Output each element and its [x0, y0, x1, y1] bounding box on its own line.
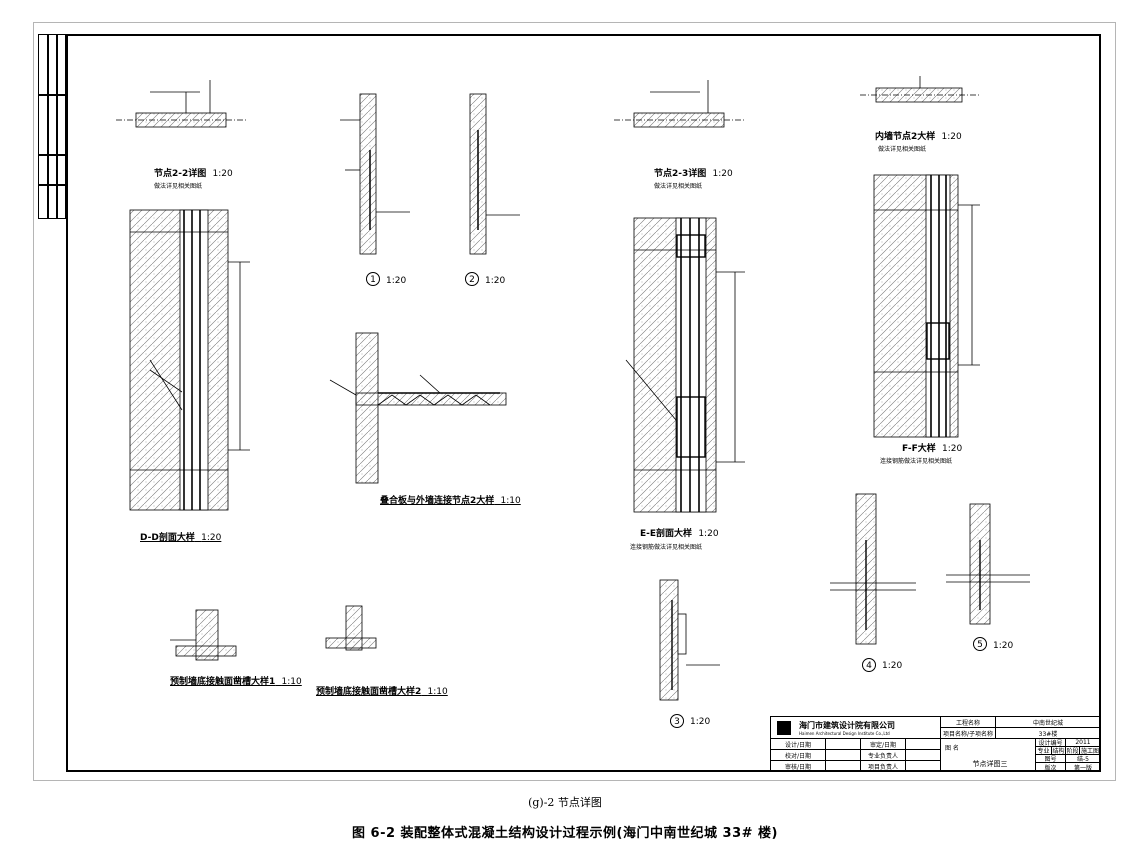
company-name: 海门市建筑设计院有限公司 [799, 720, 895, 730]
node-3-marker: 3 [670, 714, 684, 728]
discipline-label: 专业 [1036, 747, 1052, 755]
sheet-no: 结-5 [1066, 755, 1100, 763]
node-4-scale: 1:20 [882, 661, 903, 671]
section-ee-note: 连接钢筋做法详见相关图纸 [630, 544, 703, 551]
drawing-name: 节点详图三 [972, 759, 1008, 768]
section-ff-drawing [873, 174, 980, 438]
sub-project: 33#楼 [996, 728, 1100, 739]
inner-node-title: 内墙节点2大样 1:20 [875, 132, 962, 142]
role-label-discipline-lead: 专业负责人 [861, 750, 906, 761]
section-ee-drawing [625, 217, 745, 513]
node-2-marker: 2 [465, 272, 479, 286]
drawing-name-cell: 图 名 节点详图三 [941, 739, 1036, 772]
company-name-en: Haimen Architectural Design Institute Co… [799, 730, 890, 736]
design-no-label: 设计编号 [1036, 739, 1066, 747]
node-2-scale: 1:20 [485, 276, 506, 286]
discipline: 结构 [1052, 747, 1066, 755]
node-5-scale: 1:20 [993, 641, 1014, 651]
slab-joint-title: 叠合板与外墙连接节点2大样 1:10 [380, 496, 521, 506]
section-ee-title: E-E剖面大样 1:20 [640, 529, 719, 539]
node-5-marker: 5 [973, 637, 987, 651]
title-block: 海门市建筑设计院有限公司 Haimen Architectural Design… [770, 716, 1100, 772]
sheet-label: 图号 [1036, 755, 1066, 763]
groove-1-drawing [170, 609, 237, 661]
node-1-marker: 1 [366, 272, 380, 286]
blank-cell [906, 761, 941, 772]
node-3-scale: 1:20 [690, 717, 711, 727]
node-3-drawing [659, 579, 720, 701]
node-4-drawing [830, 493, 916, 645]
detail-2-2-note: 做法详见相关图纸 [154, 183, 203, 190]
row-label-design: 设计/日期 [771, 739, 826, 750]
figure-caption: 图 6-2 装配整体式混凝土结构设计过程示例(海门中南世纪城 33# 楼) [352, 826, 778, 841]
node-4-marker: 4 [862, 658, 876, 672]
drawing-name-label: 图 名 [945, 744, 959, 752]
node-1-scale: 1:20 [386, 276, 407, 286]
drawing-frame [66, 34, 1101, 772]
row-label-check: 校对/日期 [771, 750, 826, 761]
design-no: 2011 [1066, 739, 1100, 747]
section-ff-title: F-F大样 1:20 [902, 444, 963, 454]
role-label-approve: 审定/日期 [861, 739, 906, 750]
detail-2-3-note: 做法详见相关图纸 [654, 183, 703, 190]
company-cell: 海门市建筑设计院有限公司 Haimen Architectural Design… [771, 717, 941, 739]
groove-1-title: 预制墙底接触面凿槽大样1 1:10 [170, 677, 302, 687]
node-2-drawing [469, 93, 520, 255]
binding-strip [38, 34, 66, 219]
blank-cell [826, 750, 861, 761]
version: 第一版 [1073, 764, 1092, 772]
detail-2-3-title: 节点2-3详图 1:20 [654, 169, 733, 179]
role-label-project-lead: 项目负责人 [861, 761, 906, 772]
figure-subcaption: (g)-2 节点详图 [528, 796, 602, 809]
groove-2-title: 预制墙底接触面凿槽大样2 1:10 [316, 687, 448, 697]
blank-cell [906, 739, 941, 750]
node-5-drawing [946, 503, 1030, 625]
inner-node-note: 做法详见相关图纸 [878, 146, 927, 153]
blank-cell [906, 750, 941, 761]
project-name: 中南世纪城 [996, 717, 1100, 728]
section-ff-note: 连接钢筋做法详见相关图纸 [880, 458, 953, 465]
project-name-label: 工程名称 [941, 717, 996, 728]
groove-2-drawing [325, 605, 377, 651]
inner-node-drawing [860, 76, 980, 103]
stage-label: 阶段 [1066, 747, 1080, 755]
blank-cell [826, 739, 861, 750]
sub-project-label: 项目名称/子项名称 [941, 728, 996, 739]
detail-2-3-drawing [614, 80, 744, 128]
detail-2-2-title: 节点2-2详图 1:20 [154, 169, 233, 179]
detail-2-2-drawing [116, 80, 246, 128]
company-logo-icon [777, 720, 791, 735]
section-dd-drawing [129, 209, 250, 511]
section-dd-title: D-D剖面大样 1:20 [140, 533, 222, 543]
slab-joint-drawing [329, 332, 507, 484]
row-label-review: 审核/日期 [771, 761, 826, 772]
blank-cell [826, 761, 861, 772]
node-1-drawing [340, 93, 410, 255]
stage: 施工图 [1080, 748, 1100, 755]
version-label: 版次 [1036, 763, 1066, 771]
